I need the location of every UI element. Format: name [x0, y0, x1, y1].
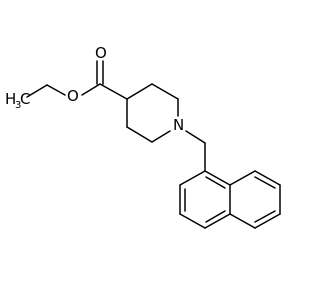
- bond-n4-n4a-inner: [205, 210, 226, 223]
- bond-n1-n2: [179, 170, 206, 186]
- bond-n8-n7: [254, 170, 281, 186]
- bond-c4-c3: [126, 83, 153, 100]
- molecule-structure: H 3 C O O N: [5, 44, 281, 229]
- atom-labels: H 3 C O O N: [5, 44, 184, 134]
- bond-c3-c2: [151, 83, 179, 100]
- methyl-c-label: C: [20, 90, 30, 108]
- bond-n8-n7-inner: [254, 176, 276, 189]
- ester-oxygen-label: O: [67, 87, 79, 105]
- bond-ch2-o: [46, 84, 66, 96]
- carbonyl-oxygen-label: O: [95, 44, 107, 62]
- bond-n-c6: [151, 130, 171, 143]
- bond-n5-n4a: [229, 213, 256, 229]
- bond-n8a-n1: [204, 170, 231, 186]
- bond-lines: [26, 60, 281, 229]
- bond-n3-n4: [179, 213, 206, 229]
- bond-o-carbonyl-c: [81, 83, 101, 96]
- methyl-carbon-label: H: [5, 90, 16, 108]
- bond-n8a-n8: [229, 170, 256, 186]
- bond-n6-n5-inner: [254, 210, 276, 223]
- bond-ch3-ch2: [26, 84, 48, 98]
- bond-n-ch2: [185, 130, 206, 144]
- bond-n6-n5: [254, 213, 281, 229]
- ring-nitrogen-label: N: [173, 116, 184, 134]
- methyl-subscript-label: 3: [15, 100, 21, 111]
- bond-n1-n8a-inner: [205, 176, 226, 189]
- bond-c6-c5: [126, 126, 153, 143]
- bond-n4-n4a: [204, 213, 231, 229]
- bond-carbonyl-c4: [99, 83, 128, 100]
